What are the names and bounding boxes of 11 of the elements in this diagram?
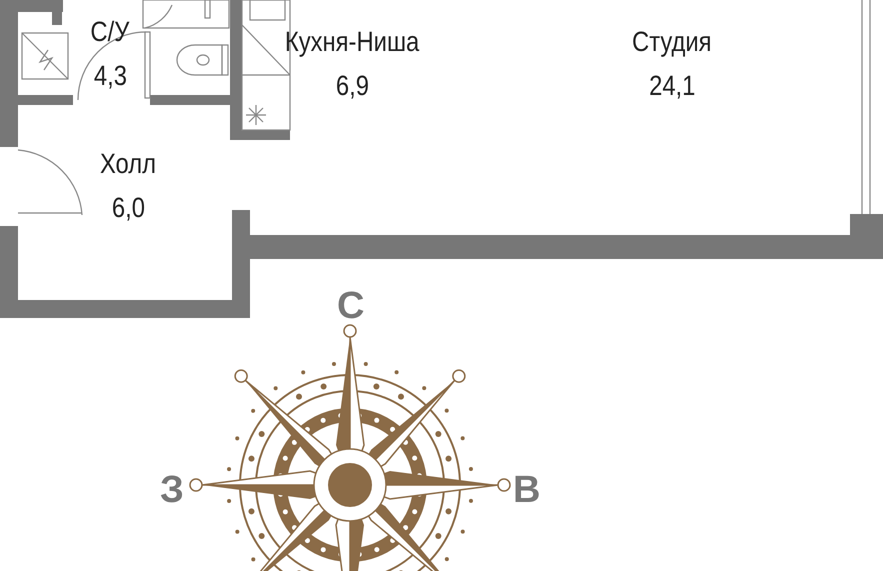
room-name: Холл (100, 147, 156, 181)
compass-direction-label: З (160, 470, 184, 510)
room-area: 6,9 (335, 64, 369, 108)
room-name: Кухня-Ниша (284, 25, 420, 59)
compass-direction-label: В (513, 470, 540, 510)
room-name: Студия (632, 25, 712, 59)
room-area: 24,1 (648, 64, 696, 108)
room-area: 4,3 (93, 54, 127, 98)
room-name: С/У (90, 15, 130, 49)
room-area: 6,0 (111, 186, 145, 230)
compass-direction-label: С (337, 286, 364, 326)
